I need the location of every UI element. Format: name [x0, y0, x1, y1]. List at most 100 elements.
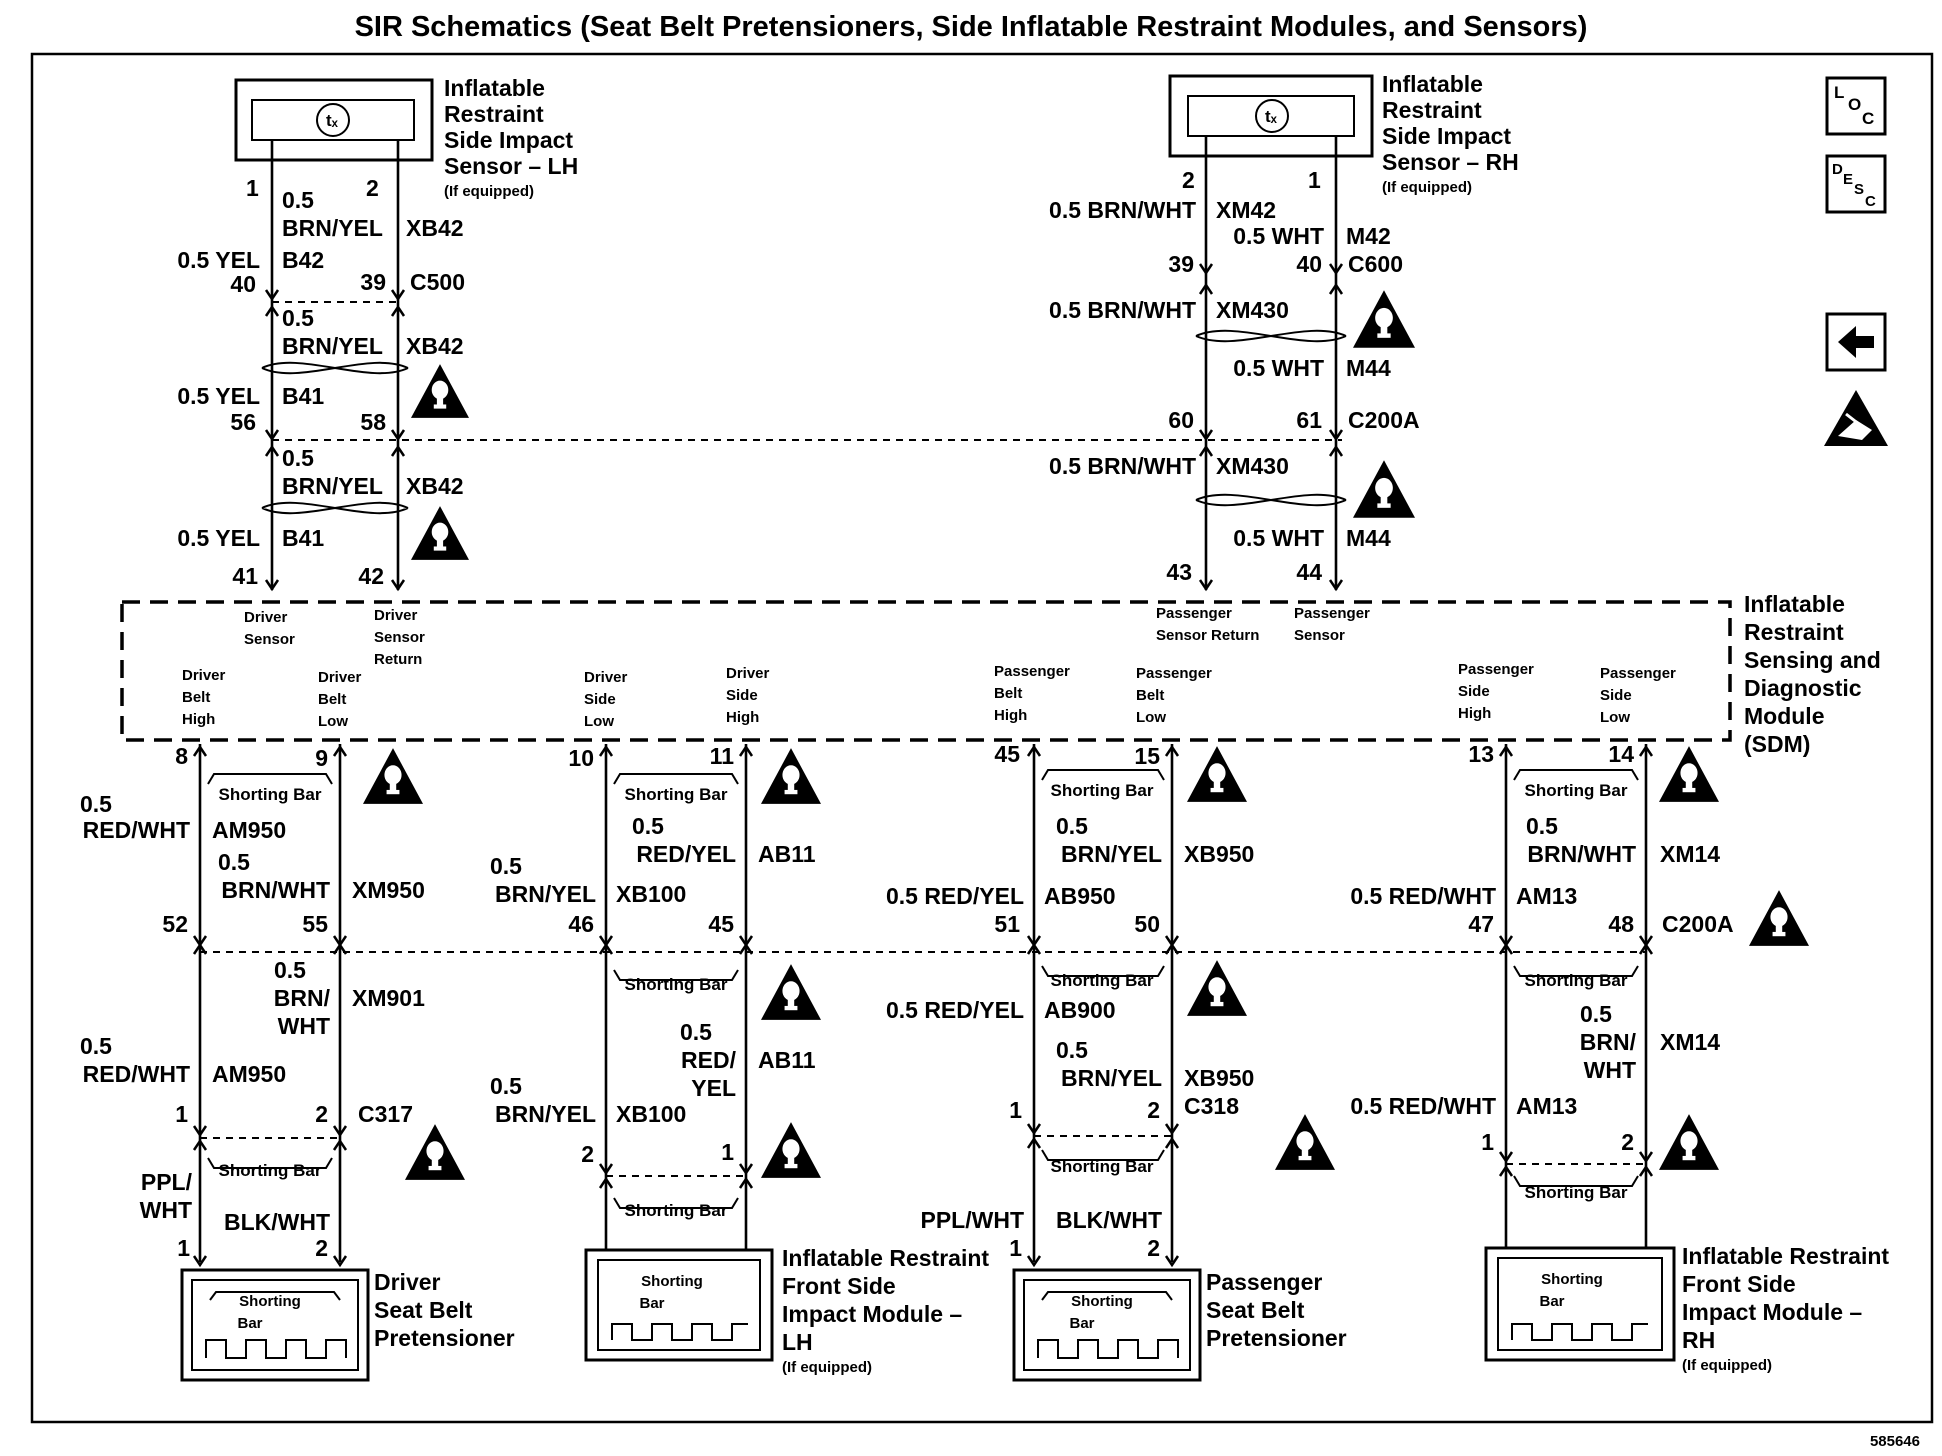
sdm-driver-belt-low-2: Belt	[318, 691, 346, 708]
col1-w2-color: BRN/WHT	[221, 877, 330, 903]
sensor-rh-note: (If equipped)	[1382, 179, 1472, 196]
col4-pin-conn-b: 2	[1621, 1129, 1634, 1155]
warning-icon	[1659, 746, 1719, 802]
sdm-driver-belt-high-3: High	[182, 711, 215, 728]
shorting-bar	[1513, 965, 1639, 977]
col1-w1-circuit: AM950	[212, 817, 286, 843]
col4-component-1: Inflatable Restraint	[1682, 1243, 1889, 1269]
shorting-bar	[613, 969, 739, 981]
col1-pin-c317-b: 2	[315, 1101, 328, 1127]
col2-w3-color-1: RED/	[681, 1047, 737, 1073]
col1-w2-circuit: XM950	[352, 877, 425, 903]
col4-pin-c200-a: 47	[1468, 911, 1494, 937]
sdm-passenger-belt-high-3: High	[994, 707, 1027, 724]
rh-c200-pin-a: 60	[1168, 407, 1194, 433]
rh-c600-pin-a: 39	[1168, 251, 1194, 277]
col3-w5-color: PPL/WHT	[921, 1207, 1025, 1233]
col4-component-note: (If equipped)	[1682, 1357, 1772, 1374]
svg-text:C: C	[1862, 109, 1874, 128]
sdm-driver-belt-high-2: Belt	[182, 689, 210, 706]
col4-w2-label: 0.5 RED/WHT	[1350, 883, 1496, 909]
col4-c200: C200A	[1662, 911, 1734, 937]
lh-s3-color: BRN/YEL	[282, 473, 383, 499]
warning-icon	[761, 964, 821, 1020]
svg-text:tₓ: tₓ	[326, 111, 339, 130]
col3-pin-c200-b: 50	[1134, 911, 1160, 937]
col2-shorting-bar-mid: Shorting Bar	[625, 975, 728, 994]
desc-icon[interactable]: D E S C	[1825, 154, 1887, 214]
shorting-bar	[207, 1157, 333, 1169]
lh-c200-pin-a: 56	[230, 409, 256, 435]
svg-text:S: S	[1854, 181, 1864, 198]
sdm-driver-side-high-1: Driver	[726, 665, 770, 682]
rh-s3-circuit: XM430	[1216, 453, 1289, 479]
rh-s3-wht: 0.5 WHT	[1233, 525, 1324, 551]
warning-icon	[411, 506, 469, 560]
shorting-bar	[1041, 965, 1165, 977]
sensor-rh-label-4: Sensor – RH	[1382, 149, 1519, 175]
rh-c600-pin-b: 40	[1296, 251, 1322, 277]
col1-w3-color-2: WHT	[278, 1013, 330, 1039]
rh-twist-1	[1195, 329, 1347, 343]
warning-icon	[761, 748, 821, 804]
sdm-driver-sensor-return-2: Sensor	[374, 629, 425, 646]
col1-pin-comp-b: 2	[315, 1235, 328, 1261]
col2-shorting-bar-bottom: Shorting Bar	[625, 1201, 728, 1220]
col4-shorting-bar-mid: Shorting Bar	[1525, 971, 1628, 990]
sdm-passenger-belt-low-2: Belt	[1136, 687, 1164, 704]
diagram-frame	[30, 52, 1934, 1424]
col4-comp-bar-1: Shorting	[1541, 1271, 1603, 1288]
col4-component-3: Impact Module –	[1682, 1299, 1862, 1325]
col2-w4-color: BRN/YEL	[495, 1101, 596, 1127]
sdm-driver-side-high-2: Side	[726, 687, 758, 704]
loc-icon[interactable]: L O C	[1825, 76, 1887, 136]
col1-pin-top-a: 8	[175, 743, 188, 769]
col4-comp-bar-2: Bar	[1539, 1293, 1564, 1310]
col1-w4-circuit: AM950	[212, 1061, 286, 1087]
col2-w1-circuit: AB11	[758, 841, 816, 867]
col4-w1-size: 0.5	[1526, 813, 1558, 839]
col2-w1-color: RED/YEL	[636, 841, 736, 867]
col2-w1-size: 0.5	[632, 813, 664, 839]
col2-component-1: Inflatable Restraint	[782, 1245, 989, 1271]
driver-pretensioner-component	[180, 1268, 370, 1382]
shorting-bar	[1041, 769, 1165, 781]
rh-w1-label: 0.5 BRN/WHT	[1049, 197, 1196, 223]
sdm-passenger-side-low-1: Passenger	[1600, 665, 1676, 682]
rh-s3-wht-circuit: M44	[1346, 525, 1391, 551]
sdm-driver-belt-high-1: Driver	[182, 667, 226, 684]
rh-c600: C600	[1348, 251, 1403, 277]
col4-component-4: RH	[1682, 1327, 1715, 1353]
col3-w4-circuit: XB950	[1184, 1065, 1254, 1091]
sdm-label-1: Inflatable	[1744, 591, 1845, 617]
rh-w2-label: 0.5 WHT	[1233, 223, 1324, 249]
lh-w2-label: 0.5 YEL	[177, 247, 260, 273]
col1-shorting-bar-top: Shorting Bar	[219, 785, 322, 804]
sensor-lh-label-3: Side Impact	[444, 127, 573, 153]
col2-w3-color-2: YEL	[691, 1075, 736, 1101]
col3-w1-size: 0.5	[1056, 813, 1088, 839]
col2-w4-size: 0.5	[490, 1073, 522, 1099]
warning-icon	[1749, 890, 1809, 946]
lh-c500: C500	[410, 269, 465, 295]
col1-w6-color: BLK/WHT	[224, 1209, 330, 1235]
col1-w5-color-1: PPL/	[141, 1169, 193, 1195]
col2-w2-circuit: XB100	[616, 881, 686, 907]
rh-sdm-pin-b: 44	[1296, 559, 1322, 585]
col3-w3-label: 0.5 RED/YEL	[886, 997, 1024, 1023]
lh-s2-color: BRN/YEL	[282, 333, 383, 359]
col1-component-2: Seat Belt	[374, 1297, 473, 1323]
warning-icon	[1275, 1114, 1335, 1170]
lh-s3-yel: 0.5 YEL	[177, 525, 260, 551]
warning-icon	[1187, 746, 1247, 802]
rh-w1-circuit: XM42	[1216, 197, 1276, 223]
col1-comp-bar-2: Bar	[237, 1315, 262, 1332]
lh-sdm-pin-a: 41	[232, 563, 258, 589]
passenger-pretensioner-component	[1012, 1268, 1202, 1382]
col3-w1-color: BRN/YEL	[1061, 841, 1162, 867]
col3-shorting-bar-mid: Shorting Bar	[1051, 971, 1154, 990]
arrow-left-icon[interactable]	[1825, 312, 1887, 372]
lh-impact-module-component	[584, 1248, 774, 1362]
esd-hand-icon	[1824, 390, 1888, 446]
col2-w2-color: BRN/YEL	[495, 881, 596, 907]
